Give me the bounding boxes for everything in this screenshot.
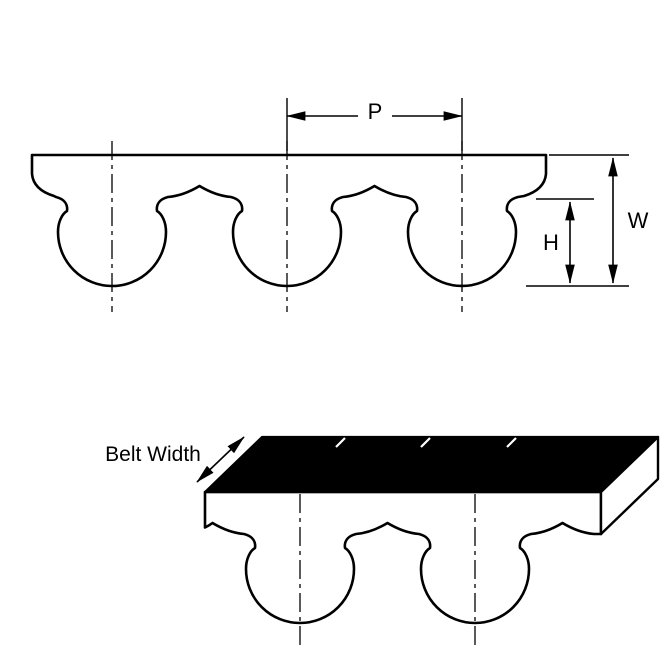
pitch-label: P bbox=[368, 99, 383, 124]
iso-view: Belt Width bbox=[105, 435, 660, 647]
belt-width-arrow bbox=[196, 436, 245, 483]
tooth-pitch-mark bbox=[335, 437, 346, 448]
belt-end-face bbox=[599, 435, 660, 536]
tooth-pitch-mark bbox=[506, 437, 517, 448]
belt-width-label: Belt Width bbox=[105, 443, 201, 466]
belt-front-profile bbox=[203, 490, 603, 625]
belt-profile-outline bbox=[30, 153, 548, 288]
top-view: P W H bbox=[30, 98, 649, 312]
width-label: W bbox=[628, 208, 649, 233]
belt-top-face bbox=[203, 435, 660, 494]
tooth-pitch-mark bbox=[420, 437, 431, 448]
height-label: H bbox=[543, 230, 559, 255]
